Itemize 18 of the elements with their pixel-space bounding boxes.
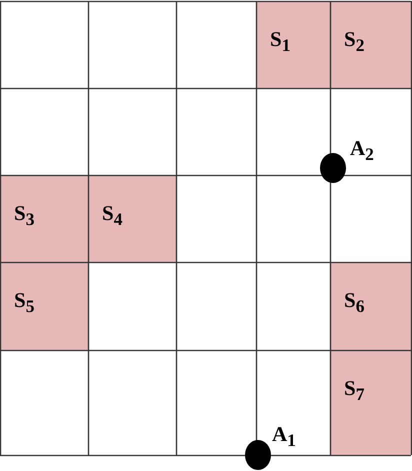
cell-label: S$_{2}$ <box>344 27 364 58</box>
point-marker <box>320 153 346 183</box>
shaded-cell <box>256 1 330 88</box>
cell-label: S$_{1}$ <box>270 27 290 58</box>
cell-label: S$_{4}$ <box>102 201 122 232</box>
cell-label: S$_{6}$ <box>344 288 364 318</box>
shaded-cell <box>330 262 411 350</box>
point-label: A$_{2}$ <box>350 136 374 166</box>
shaded-cell <box>330 350 411 455</box>
shaded-cell <box>0 262 88 350</box>
cell-label: S$_{5}$ <box>14 288 34 318</box>
shaded-cell <box>0 175 88 262</box>
point-label: A$_{1}$ <box>272 422 296 452</box>
shaded-cell <box>330 1 411 88</box>
cell-label: S$_{7}$ <box>344 376 364 406</box>
point-marker <box>245 440 271 470</box>
shaded-cell <box>88 175 176 262</box>
cell-label: S$_{3}$ <box>14 201 34 232</box>
